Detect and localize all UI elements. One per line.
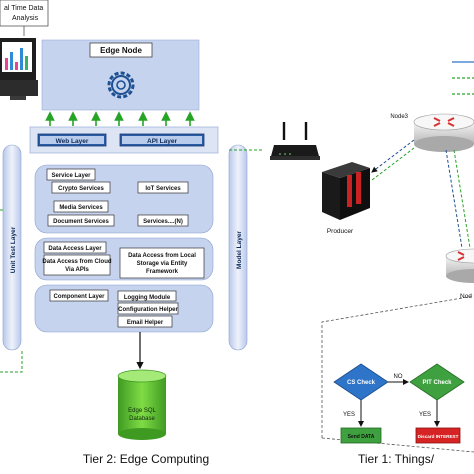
analysis-monitor: al Time Data Analysis bbox=[0, 0, 49, 100]
no-label: NO bbox=[394, 374, 403, 380]
api-layer-label: API Layer bbox=[147, 138, 177, 145]
node-router-icon: Nod bbox=[445, 248, 474, 300]
producer-server-icon: Producer bbox=[322, 162, 370, 235]
data-access-cloud-line: Data Access from Cloud bbox=[42, 259, 111, 265]
upward-arrows bbox=[45, 111, 195, 126]
producer-label: Producer bbox=[327, 228, 354, 235]
service-layer: Service Layer Crypto Services IoT Servic… bbox=[34, 164, 214, 234]
database-label-line: Edge SQL bbox=[128, 408, 156, 414]
edge-node-header: Edge Node bbox=[41, 39, 200, 111]
pit-check-label: PIT Check bbox=[422, 380, 452, 386]
unit-test-layer-label: Unit Test Layer bbox=[10, 226, 17, 273]
component-item: Configuration Helper bbox=[118, 307, 178, 313]
model-pillar: Model Layer bbox=[228, 144, 248, 351]
monitor-bar-icon bbox=[5, 58, 8, 70]
component-item: Email Helper bbox=[127, 320, 164, 326]
cs-check-label: CS Check bbox=[347, 380, 376, 386]
node3-router-icon: Node3 bbox=[390, 113, 474, 152]
wifi-router-icon bbox=[270, 122, 320, 160]
web-api-band: Web Layer API Layer bbox=[29, 126, 219, 154]
yes-left-label: YES bbox=[343, 412, 355, 418]
service-item: Document Services bbox=[53, 219, 109, 225]
data-access-layer: Data Access Layer Data Access from Cloud… bbox=[34, 237, 214, 281]
service-layer-title: Service Layer bbox=[51, 173, 91, 179]
yes-right-label: YES bbox=[419, 412, 431, 418]
tier2-label: Tier 2: Edge Computing bbox=[83, 452, 209, 466]
database-label-line: Database bbox=[129, 416, 155, 422]
node3-label: Node3 bbox=[390, 114, 408, 120]
analysis-label-line2: Analysis bbox=[12, 15, 39, 22]
component-layer: Component Layer Logging Module Configura… bbox=[34, 284, 214, 333]
data-access-local-line: Framework bbox=[146, 269, 179, 275]
model-layer-label: Model Layer bbox=[236, 231, 243, 269]
service-item: Media Services bbox=[59, 205, 103, 211]
send-data-label: Send DATA bbox=[348, 434, 375, 440]
service-item: IoT Services bbox=[145, 186, 181, 192]
analysis-label-line1: al Time Data bbox=[4, 5, 43, 12]
discard-label: Discard INTEREST bbox=[418, 434, 459, 439]
component-layer-title: Component Layer bbox=[53, 294, 105, 300]
tier1-label: Tier 1: Things/ bbox=[358, 452, 435, 466]
data-access-title: Data Access Layer bbox=[48, 246, 102, 252]
edge-sql-database-icon: Edge SQL Database bbox=[117, 369, 167, 440]
unit-test-pillar: Unit Test Layer bbox=[2, 144, 22, 351]
edge-node-title: Edge Node bbox=[100, 46, 142, 55]
gear-icon bbox=[107, 71, 135, 99]
forwarding-flowchart: CS Check PIT Check NO YES YES Send DATA … bbox=[321, 295, 474, 453]
service-item: Crypto Services bbox=[58, 186, 104, 192]
data-access-cloud-line: Via APIs bbox=[65, 267, 89, 273]
service-item: Services....(N) bbox=[143, 219, 183, 225]
data-access-local-line: Storage via Entity bbox=[137, 261, 188, 267]
component-item: Logging Module bbox=[124, 295, 171, 301]
web-layer-label: Web Layer bbox=[56, 138, 89, 145]
node-partial-label: Nod bbox=[460, 293, 472, 300]
data-access-local-line: Data Access from Local bbox=[128, 253, 196, 259]
